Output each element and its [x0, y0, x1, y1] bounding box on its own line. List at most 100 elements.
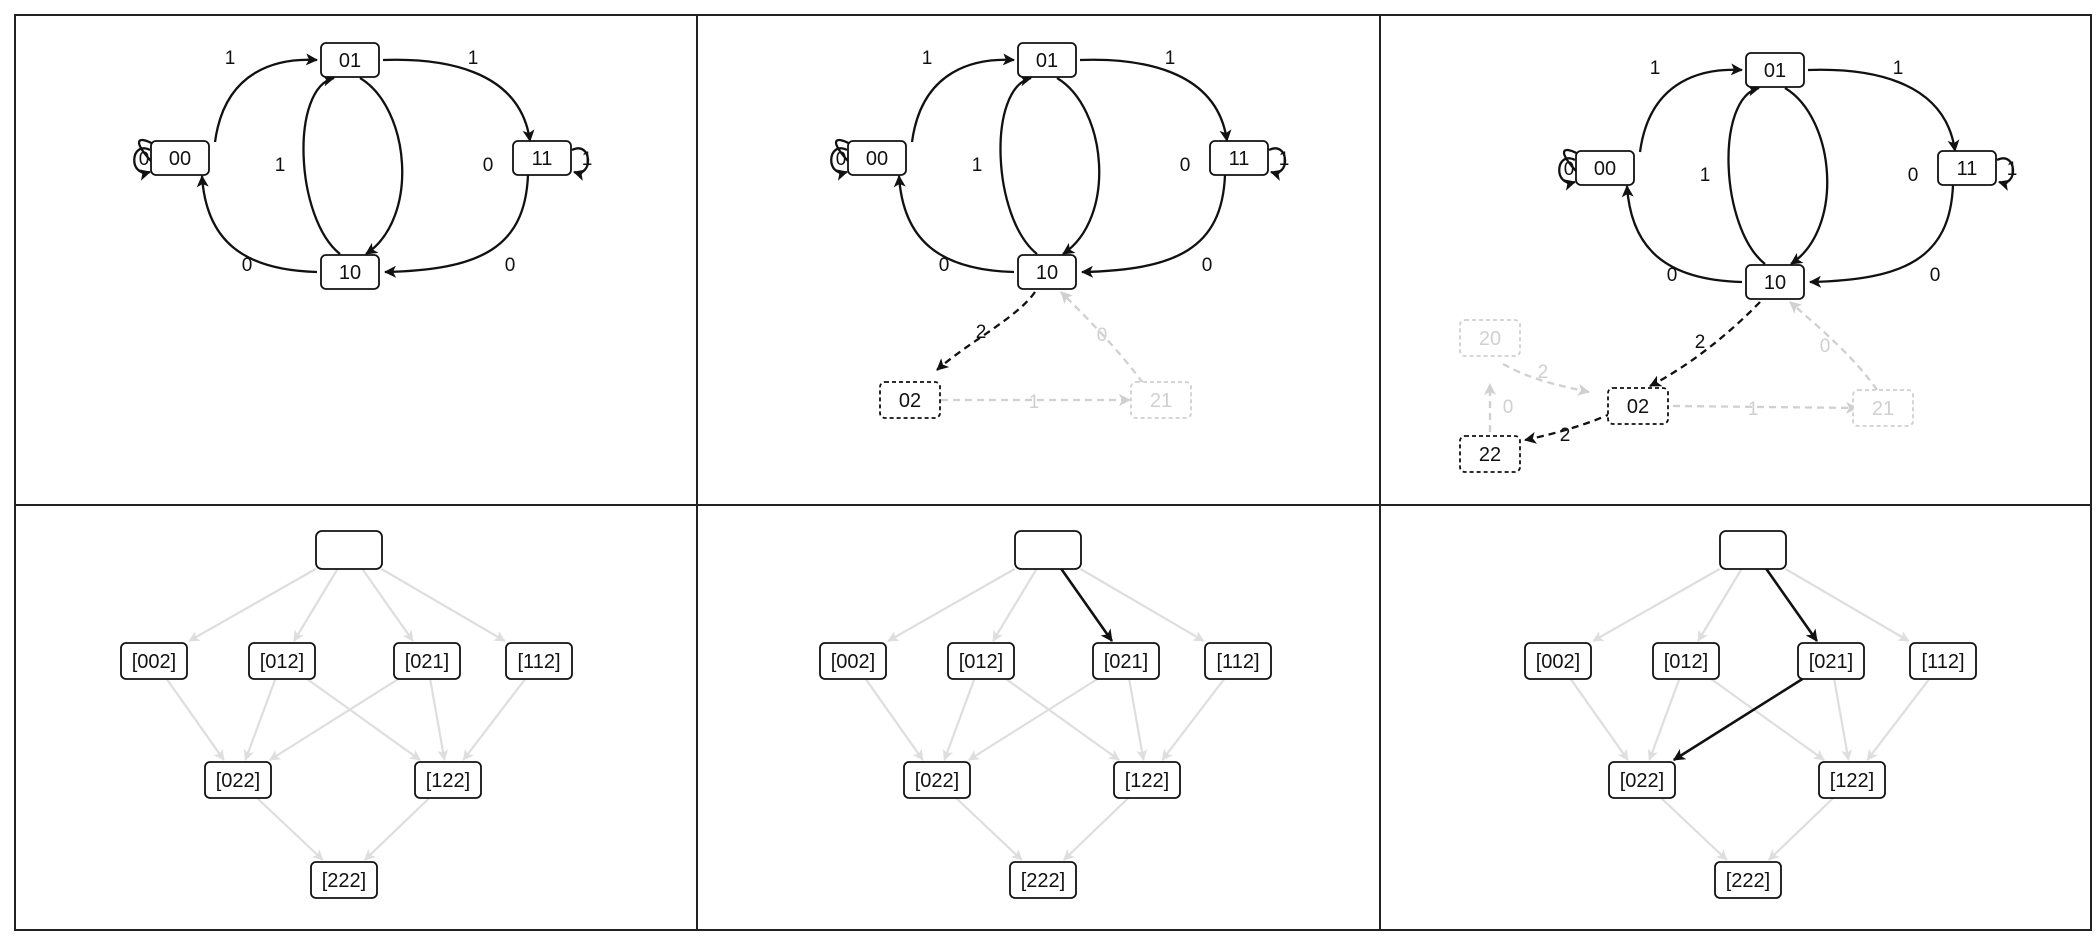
lattice-edge-root-012 — [1697, 568, 1743, 642]
lattice-edge-021-122 — [1833, 678, 1853, 761]
graph-2-node-02: 02 — [879, 381, 941, 419]
lattice-3-node-022-box — [1608, 761, 1676, 799]
lattice-edge-122-222 — [1768, 797, 1835, 861]
lattice-1-node-122: [122] — [414, 761, 482, 799]
lattice-2-node-112-label: [112] — [1217, 651, 1260, 673]
edge-11-10 — [1809, 184, 1955, 288]
lattice-1-node-222-box — [310, 861, 378, 899]
graph-2-node-01: 01 — [1017, 42, 1077, 78]
lattice-2-node-122-label: [122] — [1125, 770, 1169, 792]
label-01-10: 0 — [483, 155, 494, 176]
label-00-self: 0 — [1564, 159, 1575, 180]
lattice-3-node-021: [021] — [1797, 642, 1865, 680]
graph-3-node-01: 01 — [1745, 52, 1805, 88]
lattice-1-node-122-box — [414, 761, 482, 799]
label-22-20: 0 — [1503, 397, 1514, 418]
edge-11-self — [1996, 157, 2015, 191]
label-00-self: 0 — [139, 149, 150, 170]
lattice-edge-021-022 — [268, 678, 399, 761]
lattice-3-node-222-box — [1714, 861, 1782, 899]
lattice-2-node-222: [222] — [1009, 861, 1077, 899]
lattice-1-node-root — [315, 530, 383, 570]
graph-2-node-10: 10 — [1017, 254, 1077, 290]
graph-1-node-11-box — [512, 140, 572, 176]
graph-2-node-02-box — [879, 381, 941, 419]
lattice-3-node-021-label: [021] — [1809, 651, 1853, 673]
graph-3-node-22-label: 22 — [1479, 444, 1501, 466]
lattice-1-node-222: [222] — [310, 861, 378, 899]
lattice-edge-root-002 — [1592, 568, 1721, 642]
lattice-root-box — [1014, 530, 1082, 570]
lattice-3-node-002-box — [1524, 642, 1592, 680]
graph-1-node-10: 10 — [320, 254, 380, 290]
edge-10-00 — [893, 175, 1015, 274]
lattice-edge-122-222 — [1063, 797, 1130, 861]
label-10-01: 1 — [972, 155, 983, 176]
graph-1-node-01: 01 — [320, 42, 380, 78]
lattice-2-node-122-box — [1113, 761, 1181, 799]
label-11-10: 0 — [1930, 265, 1941, 286]
figure-border — [14, 14, 2092, 931]
label-21-10: 0 — [1097, 325, 1108, 346]
graph-3-node-10-box — [1745, 264, 1805, 300]
lattice-3-node-root — [1719, 530, 1787, 570]
graph-2-node-21: 21 — [1130, 381, 1192, 419]
graph-2-node-21-box — [1130, 381, 1192, 419]
lattice-edge-root-012 — [293, 568, 339, 642]
lattice-2-node-002-box — [819, 642, 887, 680]
lattice-edge-012-022 — [942, 678, 976, 761]
edge-10-01 — [999, 74, 1038, 255]
graph-1-node-11: 11 — [512, 140, 572, 176]
graph-1-node-10-box — [320, 254, 380, 290]
edge-11-self — [571, 147, 590, 181]
graph-3-node-01-label: 01 — [1764, 60, 1786, 82]
label-00-self: 0 — [836, 149, 847, 170]
lattice-root-box — [315, 530, 383, 570]
lattice-edge-012-122 — [1005, 678, 1120, 761]
edge-10-02 — [1649, 301, 1761, 388]
label-01-11: 1 — [1165, 48, 1176, 69]
label-11-self: 1 — [1279, 149, 1290, 170]
label-20-02: 2 — [1538, 362, 1549, 383]
lattice-root-box — [1719, 530, 1787, 570]
lattice-1-node-012-box — [248, 642, 316, 680]
lattice-2-node-112-box — [1204, 642, 1272, 680]
lattice-edge-002-022 — [165, 678, 225, 761]
lattice-3-node-002-label: [002] — [1536, 651, 1580, 673]
graph-3-node-22: 22 — [1459, 435, 1521, 473]
graph-2-node-01-label: 01 — [1036, 50, 1058, 72]
lattice-3-node-122-box — [1818, 761, 1886, 799]
lattice-2-node-022-box — [903, 761, 971, 799]
lattice-1-node-222-label: [222] — [322, 870, 366, 892]
lattice-edge-root-112 — [1784, 568, 1910, 642]
graph-2-node-11: 11 — [1209, 140, 1269, 176]
lattice-2-node-021: [021] — [1092, 642, 1160, 680]
lattice-3-node-112-box — [1909, 642, 1977, 680]
edge-01-11 — [1807, 68, 1960, 152]
lattice-1-node-112-box — [505, 642, 573, 680]
lattice-1-node-012-label: [012] — [260, 651, 304, 673]
graph-2-node-10-label: 10 — [1036, 262, 1058, 284]
label-10-02: 2 — [976, 322, 987, 343]
lattice-1-node-021: [021] — [393, 642, 461, 680]
label-00-01: 1 — [225, 48, 236, 69]
graph-3-node-21-label: 21 — [1872, 398, 1894, 420]
lattice-2-node-021-label: [021] — [1104, 651, 1148, 673]
lattice-edge-root-002 — [188, 568, 317, 642]
lattice-2-node-012-box — [947, 642, 1015, 680]
label-11-self: 1 — [582, 149, 593, 170]
lattice-3-node-012-label: [012] — [1664, 651, 1708, 673]
label-10-00: 0 — [1667, 265, 1678, 286]
label-01-10: 0 — [1908, 165, 1919, 186]
edge-11-10 — [1081, 174, 1227, 278]
edge-11-self — [1268, 147, 1287, 181]
label-02-22: 2 — [1560, 425, 1571, 446]
edge-10-02 — [936, 291, 1036, 371]
lattice-3-node-012: [012] — [1652, 642, 1720, 680]
label-02-21: 1 — [1748, 399, 1759, 420]
label-10-01: 1 — [275, 155, 286, 176]
lattice-3-node-122: [122] — [1818, 761, 1886, 799]
